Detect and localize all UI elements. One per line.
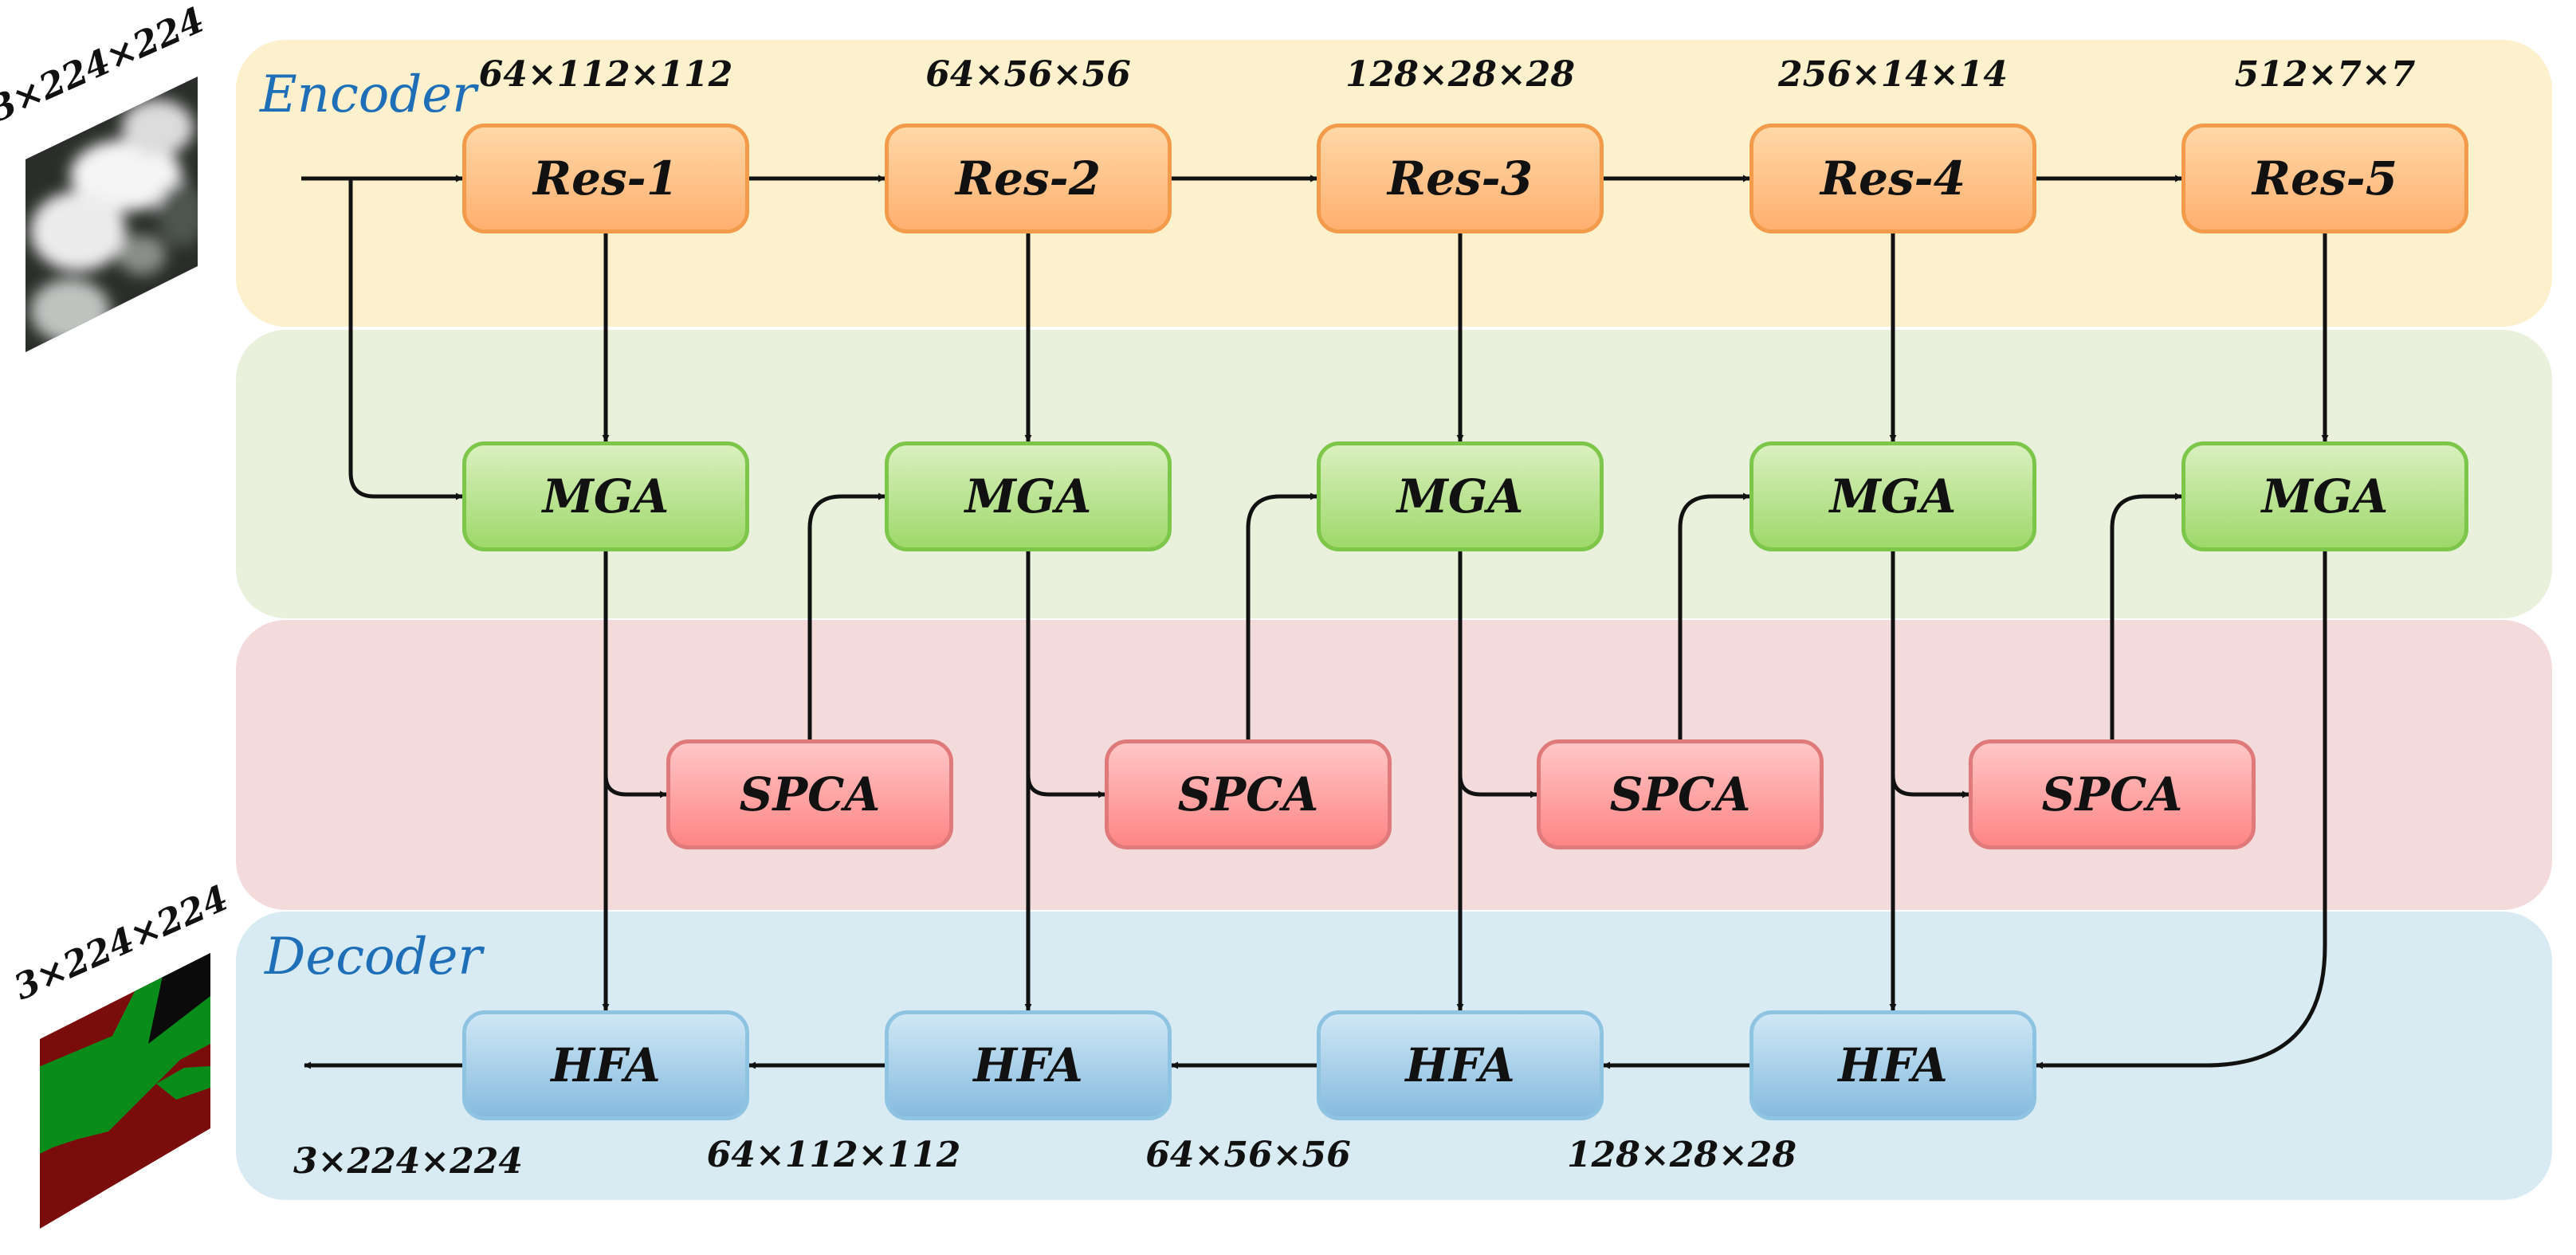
arrow-17 <box>1458 763 1537 798</box>
encoder-dim-label-3: 128×28×28 <box>1345 54 1576 95</box>
res-block-4: Res-4 <box>1749 124 2036 233</box>
res-block-1: Res-1 <box>462 124 749 233</box>
decoder-dim-label-3: 64×56×56 <box>1145 1135 1351 1175</box>
mga-block-2: MGA <box>885 441 1172 551</box>
decoder-dim-label-4: 128×28×28 <box>1566 1135 1797 1175</box>
mga-block-3: MGA <box>1317 441 1604 551</box>
hfa-block-4: HFA <box>1749 1010 2036 1120</box>
hfa-block-1: HFA <box>462 1010 749 1120</box>
encoder-label: Encoder <box>260 65 477 124</box>
res-block-3: Res-3 <box>1317 124 1604 233</box>
decoder-dim-label-1: 3×224×224 <box>293 1141 524 1182</box>
mga-block-4: MGA <box>1749 441 2036 551</box>
decoder-dim-label-2: 64×112×112 <box>706 1135 961 1175</box>
arrow-22 <box>1678 492 1750 739</box>
spca-block-1: SPCA <box>666 739 953 849</box>
decoder-label: Decoder <box>265 928 482 986</box>
arrow-19 <box>1891 763 1969 798</box>
spca-block-2: SPCA <box>1105 739 1392 849</box>
arrow-15 <box>1026 763 1105 798</box>
output-mask-icon <box>40 953 210 1229</box>
encoder-dim-label-1: 64×112×112 <box>478 54 733 95</box>
encoder-dim-label-5: 512×7×7 <box>2234 54 2416 95</box>
spca-block-4: SPCA <box>1969 739 2256 849</box>
arrow-24 <box>2036 551 2327 1069</box>
res-block-2: Res-2 <box>885 124 1172 233</box>
encoder-dim-label-4: 256×14×14 <box>1777 54 2009 95</box>
res-block-5: Res-5 <box>2181 124 2468 233</box>
arrow-2 <box>348 178 463 500</box>
encoder-dim-label-2: 64×56×56 <box>925 54 1131 95</box>
spca-block-3: SPCA <box>1537 739 1824 849</box>
hfa-block-3: HFA <box>1317 1010 1604 1120</box>
arrow-13 <box>603 763 667 798</box>
arrow-21 <box>1246 492 1317 739</box>
mga-block-5: MGA <box>2181 441 2468 551</box>
input-image-icon <box>26 76 198 352</box>
hfa-block-2: HFA <box>885 1010 1172 1120</box>
arrow-23 <box>2110 492 2182 739</box>
arrow-20 <box>807 492 886 739</box>
mga-block-1: MGA <box>462 441 749 551</box>
